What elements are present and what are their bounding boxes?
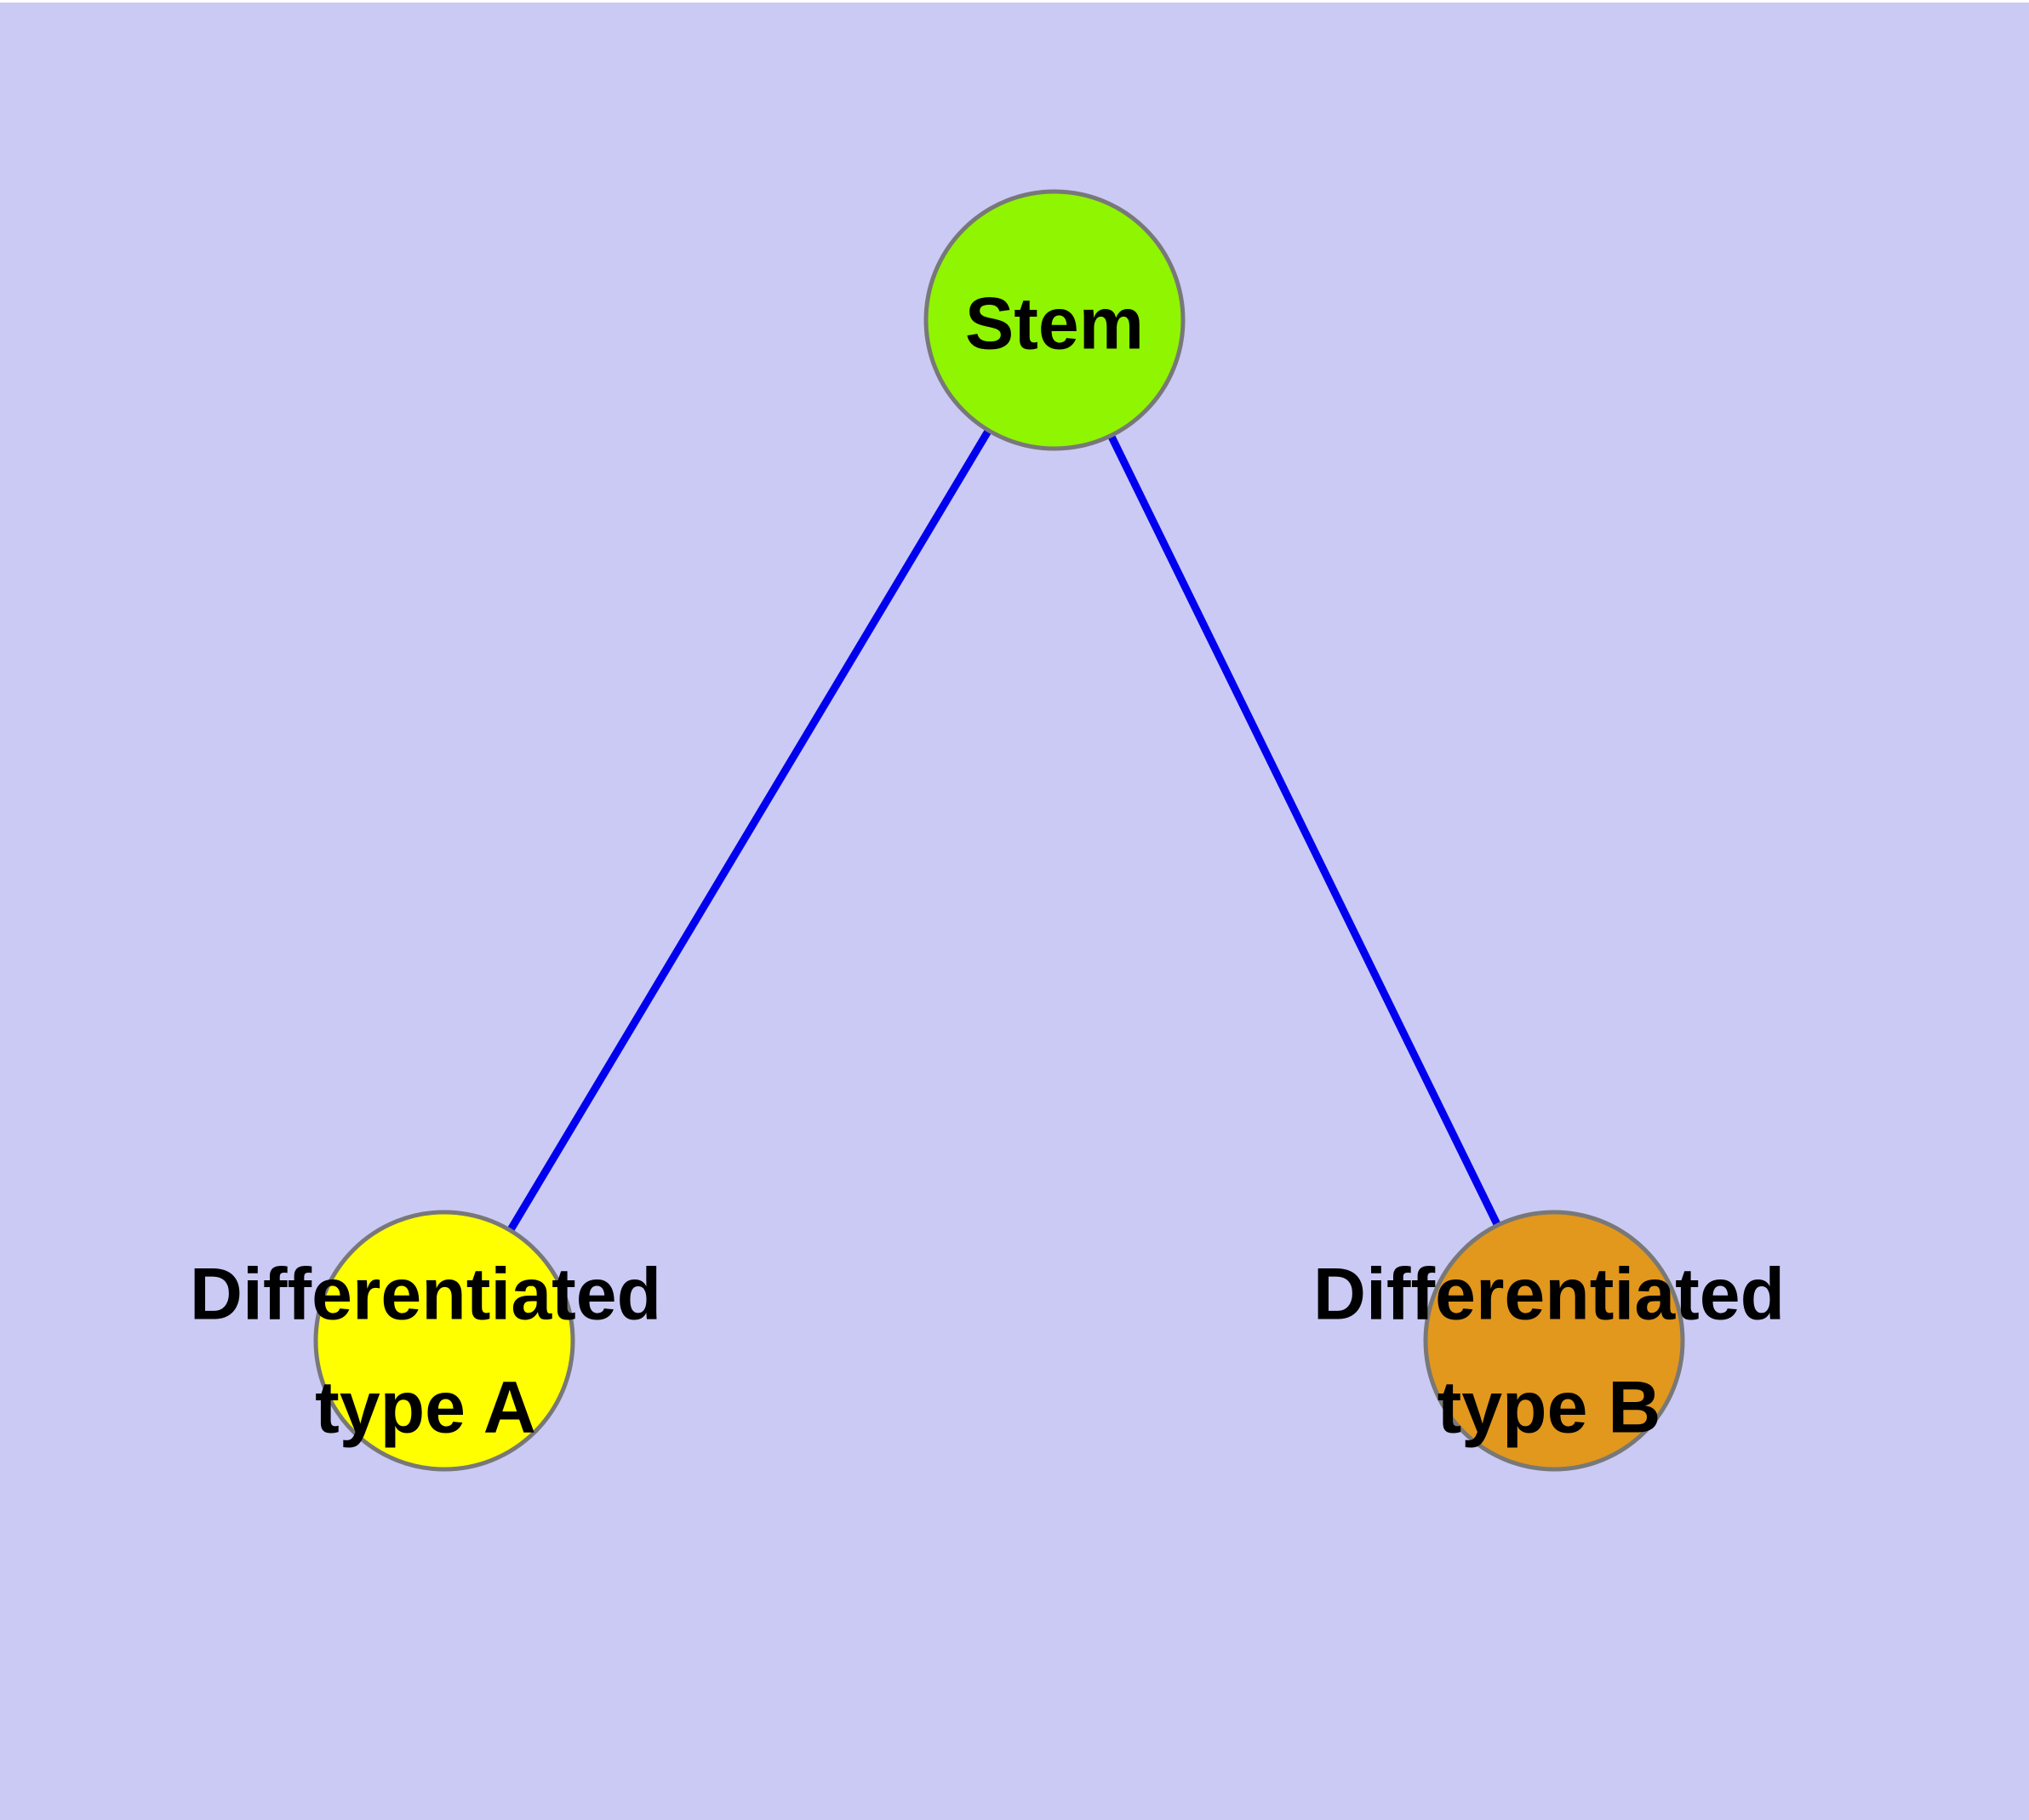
node-differentiated-type-b-label: Differentiated type B bbox=[1313, 1239, 1785, 1466]
node-stem-label-line1: Stem bbox=[964, 283, 1145, 365]
graph-svg bbox=[0, 3, 2029, 1820]
edge-stem-to-type-b bbox=[1050, 318, 1558, 1342]
node-differentiated-type-a-label-line2: type A bbox=[315, 1367, 536, 1449]
node-differentiated-type-a-label: Differentiated type A bbox=[190, 1239, 661, 1466]
node-differentiated-type-b-circle bbox=[1423, 1210, 1685, 1472]
edge-stem-to-type-a bbox=[441, 318, 1058, 1343]
node-stem-circle bbox=[923, 189, 1186, 451]
diagram-canvas: Stem Differentiated type A Differentiate… bbox=[0, 3, 2029, 1820]
node-differentiated-type-b-label-line1: Differentiated bbox=[1312, 1253, 1786, 1336]
node-differentiated-type-b-label-line2: type B bbox=[1437, 1367, 1661, 1449]
node-differentiated-type-a-circle bbox=[313, 1210, 575, 1472]
node-stem-label: Stem bbox=[965, 267, 1144, 381]
node-differentiated-type-a-label-line1: Differentiated bbox=[189, 1253, 662, 1336]
